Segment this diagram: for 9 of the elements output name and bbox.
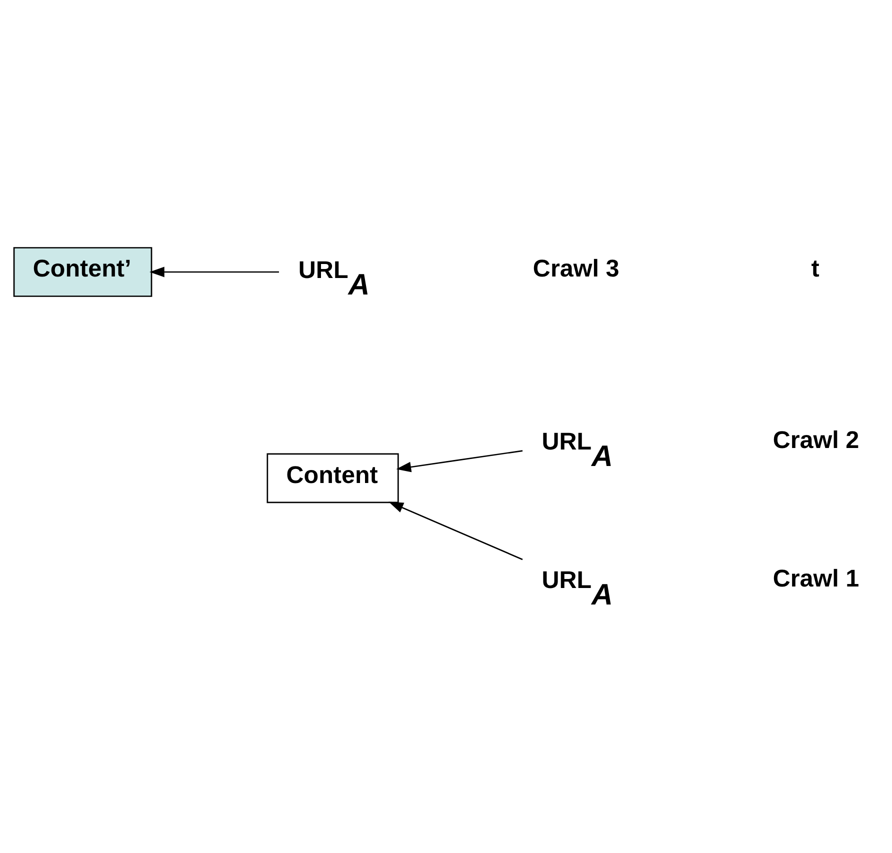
label: Crawl 2: [772, 426, 860, 454]
arrow: [388, 501, 523, 560]
label: Crawl 1: [772, 565, 860, 592]
node-box: Content: [266, 452, 399, 503]
node-box: Content’: [13, 246, 152, 296]
label: t: [811, 255, 820, 282]
arrow: [150, 266, 279, 277]
label: Crawl 3: [532, 255, 620, 282]
arrow: [396, 450, 523, 472]
